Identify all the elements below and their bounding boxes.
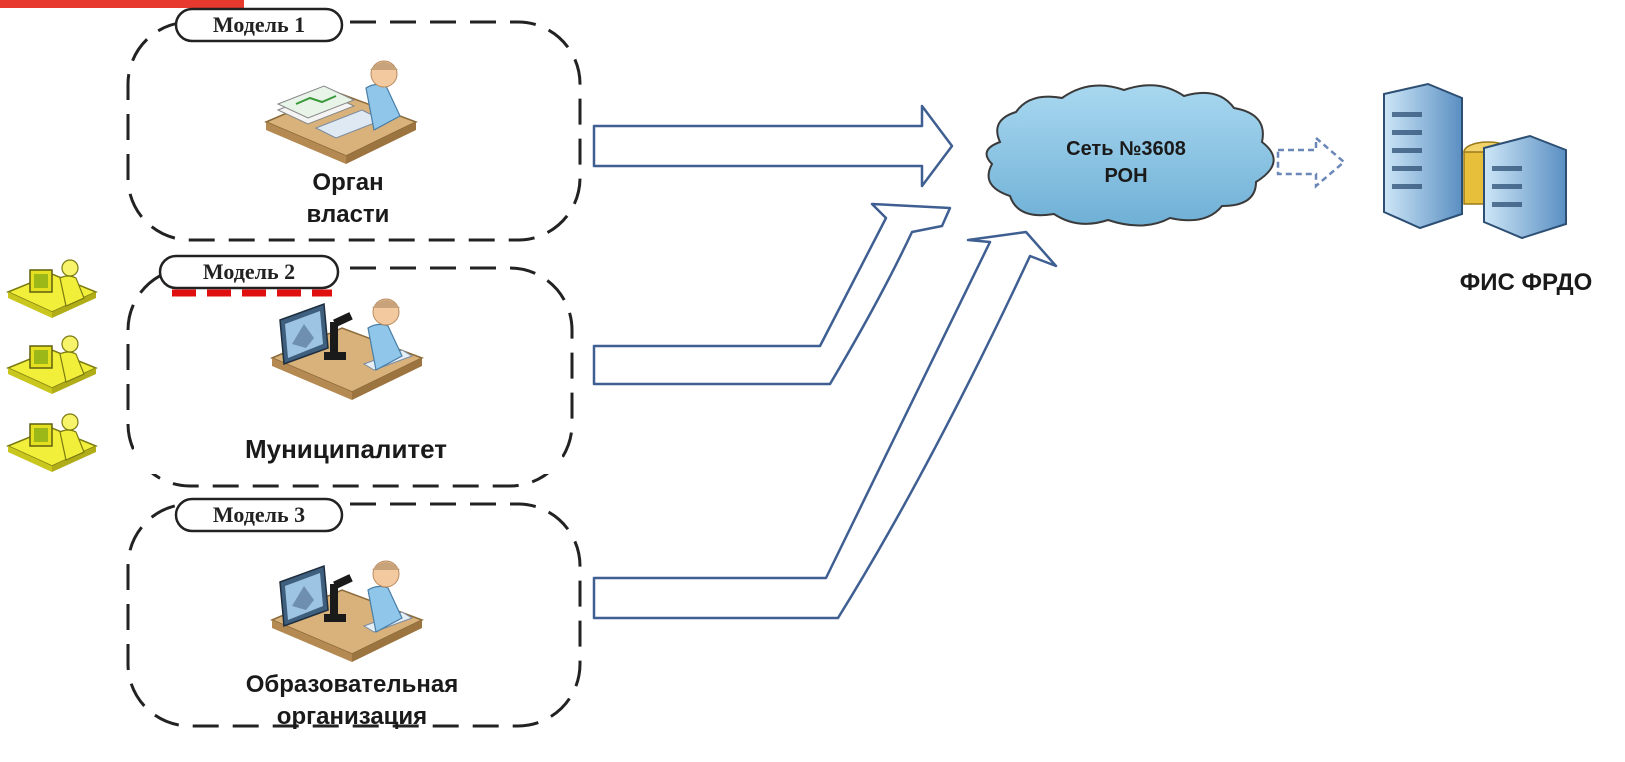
- model-1-label: Модель 1: [213, 12, 305, 37]
- operator-with-monitor-icon: [271, 560, 423, 663]
- model-2-label: Модель 2: [203, 259, 295, 284]
- model-2-label-backdrop: [134, 418, 562, 474]
- model-3-entity-line1: Образовательная: [246, 671, 459, 698]
- model-3-tab: Модель 3: [174, 497, 344, 533]
- network-label-line1: Сеть №3608: [1066, 138, 1186, 160]
- model-1-container: [126, 20, 582, 242]
- model-2-container: [126, 266, 574, 488]
- network-label-line2: РОН: [1104, 165, 1147, 187]
- model-3-entity-line2: организация: [277, 703, 427, 730]
- official-at-desk-icon: [265, 60, 417, 165]
- arrow-model-2-to-network: [592, 202, 952, 386]
- dashed-arrow-to-target: [1276, 135, 1346, 189]
- model-1-entity-line1: Орган: [312, 169, 383, 196]
- model-1-tab: Модель 1: [174, 7, 344, 43]
- cloud-icon: [985, 84, 1275, 227]
- server-icon: [1383, 82, 1567, 240]
- user-at-computer-icon: [7, 413, 97, 473]
- corner-tab: [0, 0, 244, 8]
- model-3-label: Модель 3: [213, 502, 305, 527]
- user-at-computer-icon: [7, 259, 97, 319]
- arrow-model-1-to-network: [592, 104, 954, 188]
- user-at-computer-icon: [7, 335, 97, 395]
- target-label: ФИС ФРДО: [1460, 269, 1592, 296]
- model-1-entity-line2: власти: [307, 201, 390, 228]
- model-3-container: [126, 502, 582, 728]
- arrow-model-3-to-network: [592, 230, 1058, 620]
- model-2-entity: Муниципалитет: [245, 434, 447, 464]
- model-2-tab: Модель 2: [158, 254, 340, 290]
- operator-with-monitor-icon: [271, 298, 423, 401]
